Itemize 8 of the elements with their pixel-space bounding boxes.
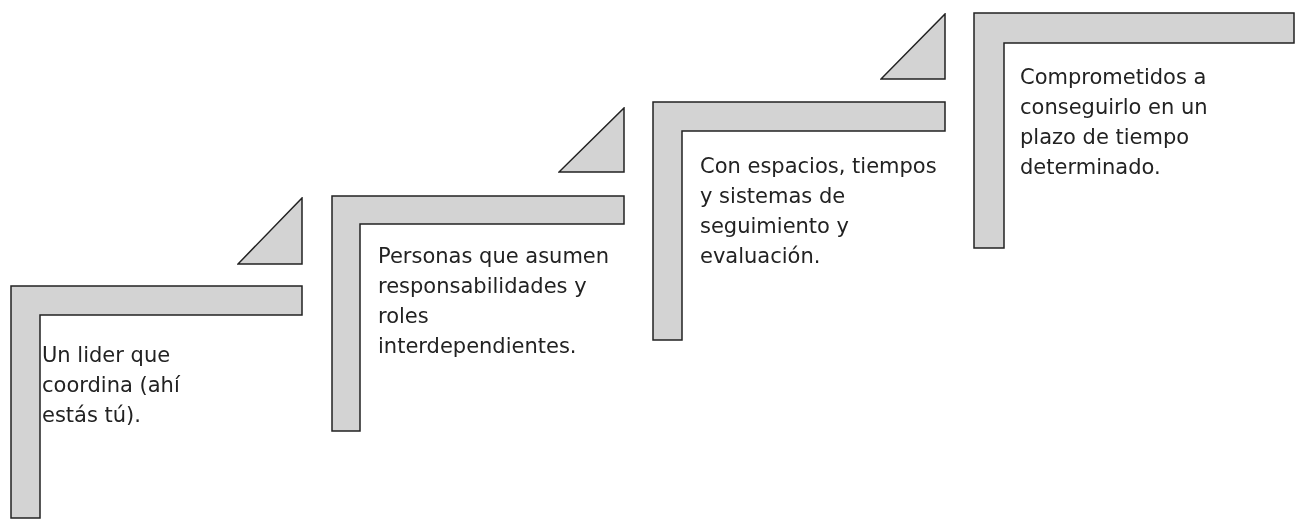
step-text: Personas que asumen responsabilidades y roles interdependientes. — [378, 243, 611, 360]
l-shaped-step — [10, 285, 303, 519]
step-text: Comprometidos a conseguirlo en un plazo de tiempo determinado. — [1020, 64, 1209, 181]
step-text: Un lider que coordina (ahí estás tú). — [42, 342, 181, 429]
l-shaped-step — [652, 101, 946, 341]
l-shaped-step — [331, 195, 625, 432]
l-shaped-step — [973, 12, 1295, 249]
step-text: Con espacios, tiempos y sistemas de seguimiento y evaluación. — [700, 153, 938, 270]
